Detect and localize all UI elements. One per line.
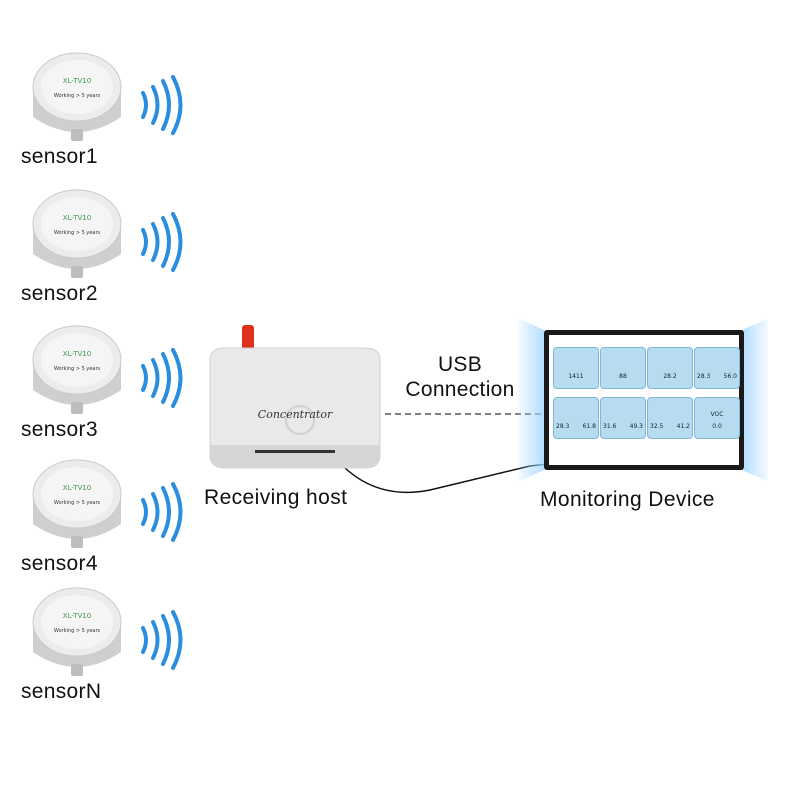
data-tile: 31.6 49.3 — [600, 397, 646, 439]
wireless-waves-icon — [141, 348, 183, 408]
data-tile: 28.2 — [647, 347, 693, 389]
tile-value: 28.3 — [556, 423, 570, 430]
tile-value: 1411 — [568, 373, 584, 380]
sensor-label: sensor4 — [21, 552, 98, 575]
receiving-host-label: Receiving host — [204, 486, 348, 509]
usb-connection-label: USB Connection — [395, 352, 525, 402]
data-tile: VOC 0.0 — [694, 397, 740, 439]
concentrator-device-icon: Concentrator — [209, 325, 381, 469]
tile-value-2: 61.8 — [582, 423, 596, 430]
wireless-waves-icon — [141, 610, 183, 670]
tile-value: 32.5 — [650, 423, 664, 430]
sensor-label: sensor1 — [21, 145, 98, 168]
sensor-model: XL-TV10 — [63, 350, 91, 358]
tile-value-2: 41.2 — [676, 423, 690, 430]
data-tile: 88 — [600, 347, 646, 389]
sensor-3: XL-TV10 Working > 5 years sensor3 — [21, 318, 183, 441]
sensor-device-icon: XL-TV10 Working > 5 years — [32, 325, 122, 414]
sensor-label: sensorN — [21, 680, 102, 703]
sensor-model: XL-TV10 — [63, 612, 91, 620]
tile-value-2: 0.0 — [712, 423, 722, 430]
tile-value-2: 49.3 — [629, 423, 643, 430]
sensor-device-icon: XL-TV10 Working > 5 years — [32, 52, 122, 141]
sensor-working: Working > 5 years — [54, 93, 101, 99]
sensor-device-icon: XL-TV10 Working > 5 years — [32, 459, 122, 548]
data-tile: 1411 — [553, 347, 599, 389]
tile-value-2: 56.0 — [723, 373, 737, 380]
tile-value: 28.3 — [697, 373, 711, 380]
sensor-working: Working > 5 years — [54, 628, 101, 634]
sensor-device-icon: XL-TV10 Working > 5 years — [32, 587, 122, 676]
wireless-waves-icon — [141, 482, 183, 542]
sensor-2: XL-TV10 Working > 5 years sensor2 — [21, 182, 183, 305]
data-tile: 28.3 56.0 — [694, 347, 740, 389]
sensor-model: XL-TV10 — [63, 77, 91, 85]
sensor-n: XL-TV10 Working > 5 years sensorN — [21, 580, 183, 703]
sensor-label: sensor2 — [21, 282, 98, 305]
sensor-model: XL-TV10 — [63, 484, 91, 492]
tile-value: 31.6 — [603, 423, 617, 430]
tile-value: VOC — [710, 411, 724, 418]
usb-label-line2: Connection — [405, 378, 515, 401]
sensor-device-icon: XL-TV10 Working > 5 years — [32, 189, 122, 278]
data-tile: 28.3 61.8 — [553, 397, 599, 439]
sensor-model: XL-TV10 — [63, 214, 91, 222]
sensor-working: Working > 5 years — [54, 500, 101, 506]
sensor-1: XL-TV10 Working > 5 years sensor1 — [21, 45, 183, 168]
sensor-4: XL-TV10 Working > 5 years sensor4 — [21, 452, 183, 575]
monitoring-device-label: Monitoring Device — [540, 488, 715, 511]
tile-value: 88 — [619, 373, 627, 380]
sensor-label: sensor3 — [21, 418, 98, 441]
tile-value: 28.2 — [663, 373, 677, 380]
wireless-waves-icon — [141, 212, 183, 272]
sensor-working: Working > 5 years — [54, 366, 101, 372]
wireless-waves-icon — [141, 75, 183, 135]
sensor-working: Working > 5 years — [54, 230, 101, 236]
data-tile: 32.5 41.2 — [647, 397, 693, 439]
concentrator-device-text: Concentrator — [258, 408, 333, 421]
usb-label-line1: USB — [437, 353, 483, 376]
